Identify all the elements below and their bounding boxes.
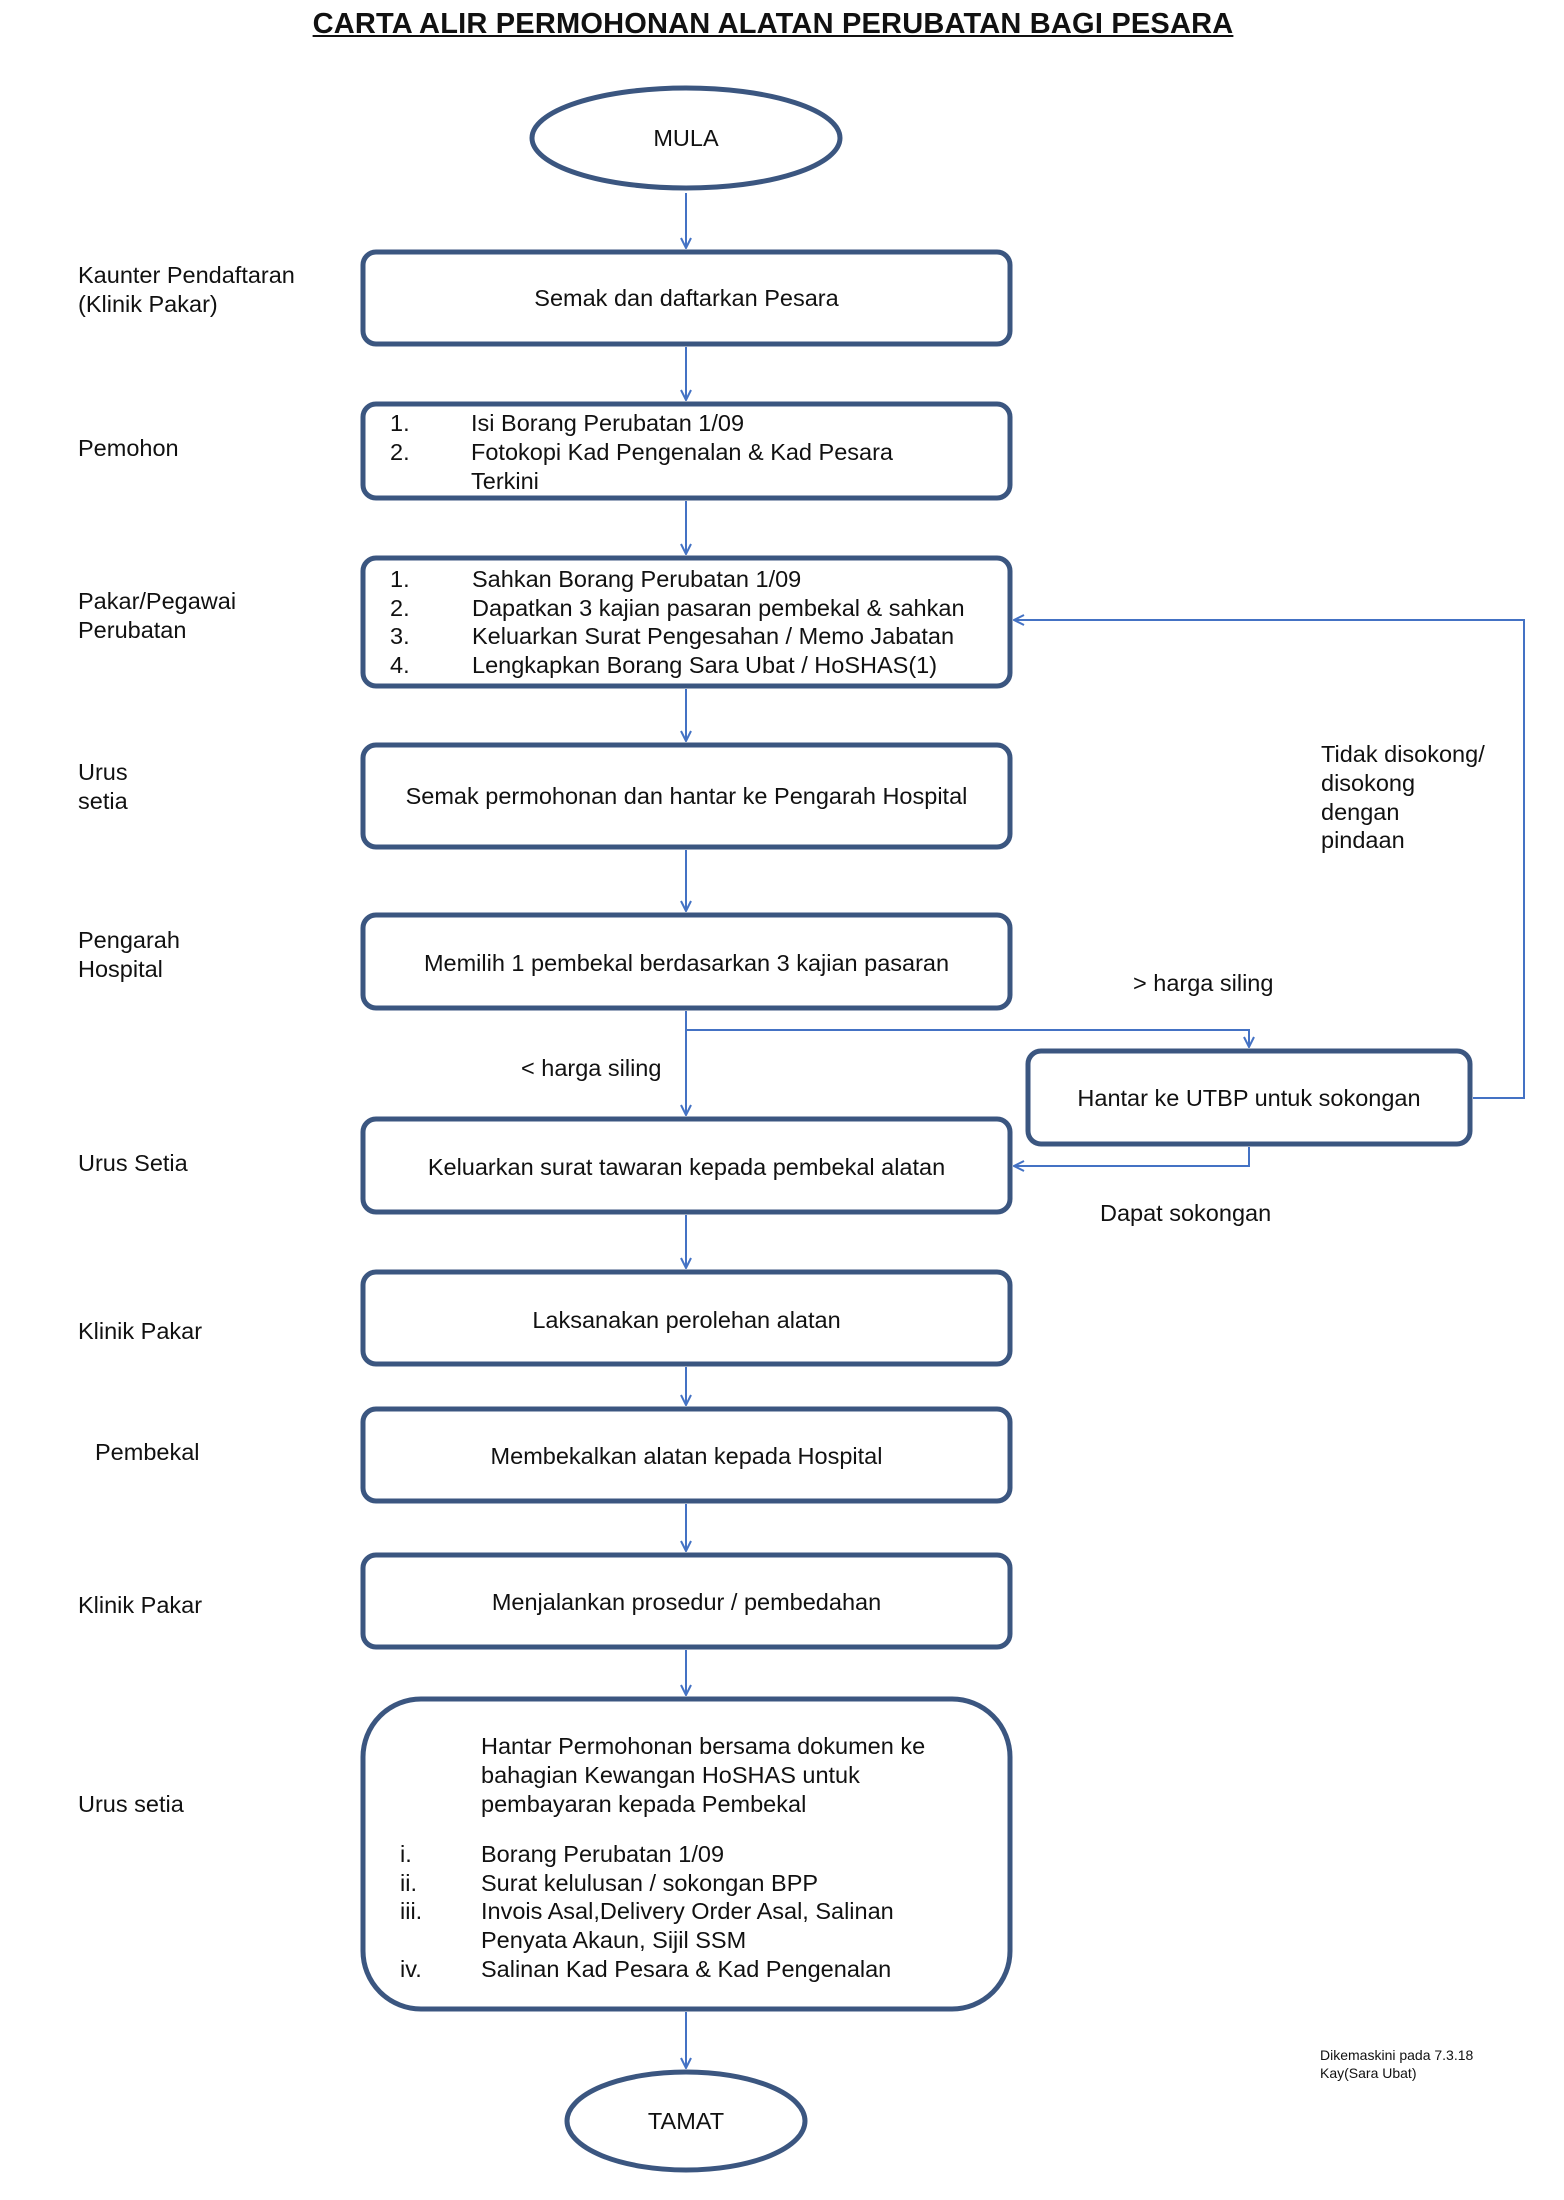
arrow-tidak-disokong — [1014, 620, 1525, 1099]
box-pemohon — [360, 401, 1013, 501]
end-label: TAMAT — [647, 2108, 725, 2134]
text-semak-hantar: Semak permohonan dan hantar ke Pengarah … — [405, 783, 968, 809]
edge-label-dapat-sokongan: Dapat sokongan — [1100, 1200, 1272, 1226]
box-membekalkan — [360, 1406, 1013, 1504]
box-final — [360, 1696, 1013, 2012]
box-memilih — [360, 912, 1013, 1011]
list-item: Isi Borang Perubatan 1/09 — [471, 410, 745, 436]
text-semak-daftar: Semak dan daftarkan Pesara — [534, 285, 839, 311]
edge-label-line: pindaan — [1321, 827, 1405, 854]
box-prosedur — [360, 1552, 1013, 1650]
text-memilih: Memilih 1 pembekal berdasarkan 3 kajian … — [423, 950, 950, 976]
edge-label-lt-siling: < harga siling — [521, 1055, 662, 1081]
lane-urus-setia-c: Urus setia — [78, 1791, 184, 1817]
footer-updated: Dikemaskini pada 7.3.18 — [1320, 2047, 1474, 2063]
list-num: 4. — [390, 652, 410, 678]
arrow-to-utbp — [686, 1029, 1249, 1047]
list-item: Penyata Akaun, Sijil SSM — [481, 1927, 747, 1953]
box-semak-daftar — [360, 249, 1013, 347]
list-item: Borang Perubatan 1/09 — [481, 1841, 725, 1867]
text-utbp: Hantar ke UTBP untuk sokongan — [1077, 1085, 1421, 1111]
list-num: 3. — [390, 623, 410, 649]
lane-pemohon: Pemohon — [78, 435, 179, 461]
list-num: 1. — [390, 566, 410, 592]
lane-pakar: Pakar/Pegawai Perubatan — [78, 587, 236, 645]
box-pakar — [360, 555, 1013, 689]
edge-label-gt-siling: > harga siling — [1133, 970, 1274, 996]
lane-label-line: Pakar/Pegawai — [78, 588, 237, 614]
page-title: CARTA ALIR PERMOHONAN ALATAN PERUBATAN B… — [312, 8, 1234, 40]
list-num: ii. — [400, 1870, 417, 1896]
edge-label-line: disokong — [1321, 769, 1416, 796]
text-membekalkan: Membekalkan alatan kepada Hospital — [490, 1443, 883, 1469]
text-prosedur: Menjalankan prosedur / pembedahan — [491, 1589, 882, 1615]
final-intro-line: Hantar Permohonan bersama dokumen ke — [481, 1733, 926, 1759]
arrow-dapat-sokongan — [1014, 1147, 1250, 1166]
list-item: Fotokopi Kad Pengenalan & Kad Pesara — [471, 439, 893, 465]
list-num: iii. — [400, 1898, 423, 1924]
list-item: Surat kelulusan / sokongan BPP — [481, 1870, 819, 1896]
lane-urus-setia-b: Urus Setia — [78, 1150, 188, 1176]
list-num: iv. — [400, 1956, 422, 1982]
lane-urus-setia-a: Urus setia — [78, 758, 128, 816]
final-intro-line: pembayaran kepada Pembekal — [481, 1791, 807, 1817]
list-item: Keluarkan Surat Pengesahan / Memo Jabata… — [472, 623, 955, 649]
lane-label-line: setia — [78, 787, 128, 814]
lane-label-line: Pengarah — [78, 927, 180, 953]
box-surat-tawaran — [360, 1116, 1013, 1215]
lane-label-line: Perubatan — [78, 616, 187, 643]
lane-label-line: Urus — [78, 759, 128, 785]
start-label: MULA — [653, 125, 719, 151]
lane-klinik-pakar-b: Klinik Pakar — [78, 1592, 203, 1618]
box-utbp — [1025, 1048, 1473, 1147]
box-perolehan — [360, 1269, 1013, 1367]
end-terminal — [564, 2069, 808, 2173]
edge-label-line: Tidak disokong/ — [1321, 741, 1485, 767]
list-num: i. — [400, 1841, 412, 1867]
edge-label-line: dengan — [1321, 798, 1400, 825]
final-intro-line: bahagian Kewangan HoSHAS untuk — [481, 1762, 860, 1788]
list-num: 2. — [390, 439, 410, 465]
lane-label-line: (Klinik Pakar) — [78, 290, 218, 317]
list-item: Terkini — [471, 468, 539, 494]
lane-label-line: Hospital — [78, 955, 163, 982]
footer-author: Kay(Sara Ubat) — [1320, 2065, 1417, 2081]
list-item: Salinan Kad Pesara & Kad Pengenalan — [481, 1956, 892, 1982]
list-item: Dapatkan 3 kajian pasaran pembekal & sah… — [472, 595, 965, 621]
list-item: Lengkapkan Borang Sara Ubat / HoSHAS(1) — [472, 652, 938, 678]
lane-kaunter: Kaunter Pendaftaran (Klinik Pakar) — [78, 261, 295, 319]
edge-label-tidak-disokong: Tidak disokong/ disokong dengan pindaan — [1321, 740, 1485, 855]
lane-klinik-pakar-a: Klinik Pakar — [78, 1318, 203, 1344]
footer-note: Dikemaskini pada 7.3.18 Kay(Sara Ubat) — [1320, 2046, 1473, 2082]
list-item: Invois Asal,Delivery Order Asal, Salinan — [481, 1898, 894, 1924]
list-num: 2. — [390, 595, 410, 621]
box-semak-hantar — [360, 742, 1013, 850]
lane-pembekal: Pembekal — [95, 1439, 200, 1465]
text-surat-tawaran: Keluarkan surat tawaran kepada pembekal … — [427, 1154, 946, 1180]
list-item: Sahkan Borang Perubatan 1/09 — [472, 566, 802, 592]
list-num: 1. — [390, 410, 410, 436]
start-terminal — [529, 85, 843, 191]
lane-label-line: Kaunter Pendaftaran — [78, 262, 295, 288]
lane-pengarah: Pengarah Hospital — [78, 926, 180, 984]
text-perolehan: Laksanakan perolehan alatan — [532, 1307, 841, 1333]
